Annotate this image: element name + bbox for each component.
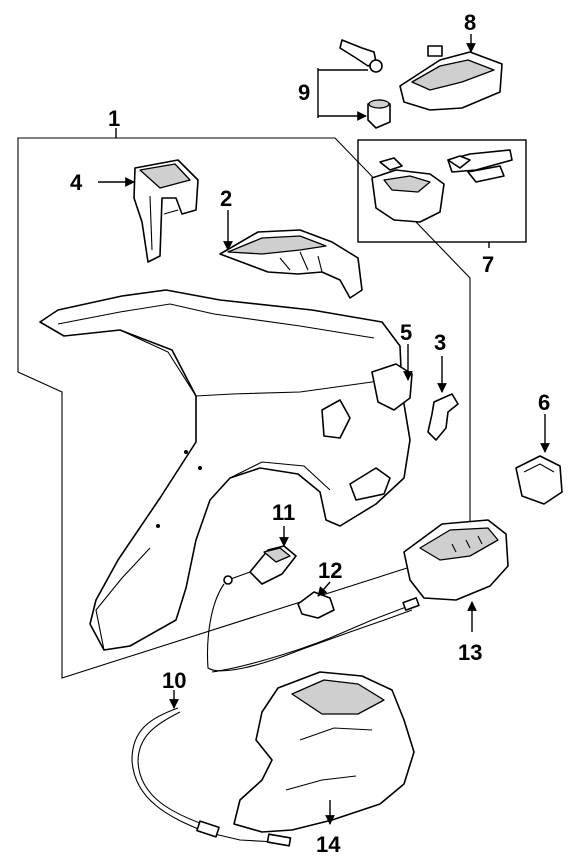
part-3-hinge — [427, 393, 459, 441]
callout-3: 3 — [434, 330, 446, 355]
part-11-actuator — [223, 545, 297, 585]
callout-7: 7 — [482, 252, 494, 277]
part-12-clip — [297, 591, 335, 619]
callout-4: 4 — [70, 170, 83, 195]
part-10-cable — [131, 707, 277, 843]
part-9-key-cylinder — [339, 39, 391, 129]
part-8-lock-housing — [399, 45, 503, 111]
quarter-panel — [39, 289, 413, 651]
callout-11: 11 — [272, 500, 295, 525]
callout-8: 8 — [464, 10, 476, 35]
part-13-filler-housing — [403, 519, 509, 601]
release-cable-upper — [207, 583, 413, 672]
callout-6: 6 — [538, 390, 550, 415]
callout-1: 1 — [108, 106, 120, 131]
leader-12 — [317, 581, 331, 597]
callout-2: 2 — [220, 186, 232, 211]
part-10-cable-inner — [137, 711, 209, 827]
part-2-trim-panel — [219, 229, 363, 299]
part-4-bracket — [133, 159, 199, 263]
callout-9: 9 — [298, 80, 310, 105]
part-14-inner-liner — [233, 671, 415, 833]
release-cable-lower — [211, 603, 415, 673]
callout-12: 12 — [318, 558, 342, 583]
part-6-fuel-door — [515, 455, 563, 505]
part-7-box — [357, 139, 527, 243]
callout-13: 13 — [458, 640, 482, 665]
callout-5: 5 — [400, 320, 412, 345]
callout-10: 10 — [162, 668, 186, 693]
part-7-latch-assembly — [371, 149, 513, 223]
callout-14: 14 — [316, 832, 341, 857]
leader-9 — [317, 68, 368, 118]
